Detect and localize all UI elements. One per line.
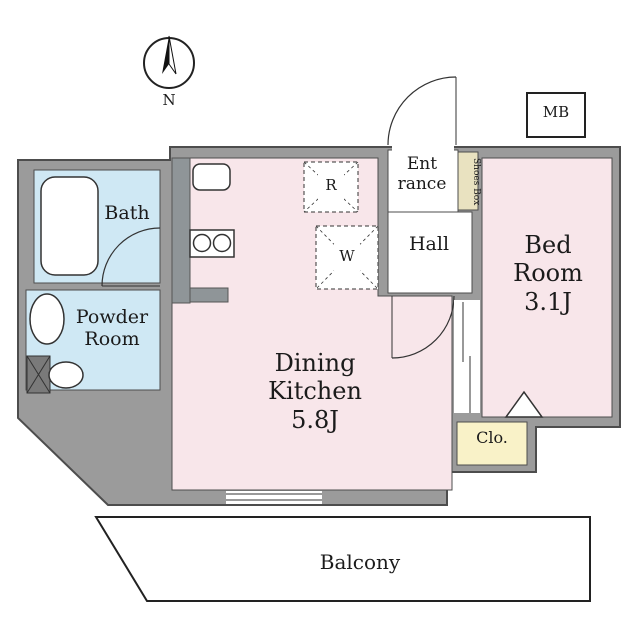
meter-box — [526, 92, 586, 138]
dining-kitchen-name: Dining Kitchen — [268, 349, 362, 406]
dining-kitchen-label: Dining Kitchen 5.8J — [252, 349, 378, 434]
washer-label-bg — [334, 244, 360, 271]
entrance-line-2: rance — [397, 174, 447, 195]
meter-box-label: MB — [542, 103, 570, 121]
shoes-box-label: Shoes Box — [471, 158, 481, 206]
hall-floor — [387, 211, 473, 294]
closet-floor — [456, 421, 528, 466]
balcony-floor — [94, 516, 591, 602]
bath-label: Bath — [104, 202, 150, 224]
bed-room-floor — [481, 157, 613, 418]
balcony-window-opening — [226, 491, 322, 504]
dining-kitchen-floor — [171, 157, 453, 491]
closet-folding-door — [504, 390, 544, 418]
entrance-opening — [392, 145, 454, 153]
bed-room-name: Bed Room — [513, 231, 583, 288]
compass-north-label: N — [162, 91, 176, 109]
entrance-floor — [387, 149, 459, 213]
bath-door-swing — [101, 227, 161, 287]
dining-kitchen-size: 5.8J — [291, 405, 339, 434]
powder-room-label: Powder Room — [75, 306, 149, 351]
compass-icon — [143, 35, 195, 89]
refrigerator-label: R — [325, 176, 337, 194]
kitchen-sink — [192, 163, 231, 191]
hall-door-swing — [391, 295, 455, 359]
bathtub — [40, 176, 99, 276]
entrance-door-swing — [387, 76, 457, 146]
bedroom-door-opening — [454, 300, 480, 413]
entrance-label: Ent rance — [390, 154, 454, 194]
balcony-label: Balcony — [319, 550, 401, 574]
bed-room-size: 3.1J — [524, 287, 572, 316]
entrance-line-1: Ent — [406, 154, 438, 174]
compass-needle-dark — [162, 36, 169, 74]
stove-burner-2 — [212, 233, 232, 253]
toilet-tank-hatch-2 — [26, 355, 51, 394]
stove-burner-1 — [192, 233, 212, 253]
toilet-bowl — [48, 361, 84, 389]
kitchen-counter — [171, 157, 191, 304]
refrigerator-label-bg — [318, 174, 344, 200]
compass-needle-light — [168, 35, 177, 75]
closet-label: Clo. — [476, 428, 508, 447]
shoes-box — [457, 151, 479, 211]
bed-room-label: Bed Room 3.1J — [500, 231, 596, 316]
wash-basin — [29, 293, 65, 345]
kitchen-counter-end — [189, 287, 229, 303]
washer-label: W — [339, 247, 355, 265]
hall-label: Hall — [408, 233, 450, 255]
